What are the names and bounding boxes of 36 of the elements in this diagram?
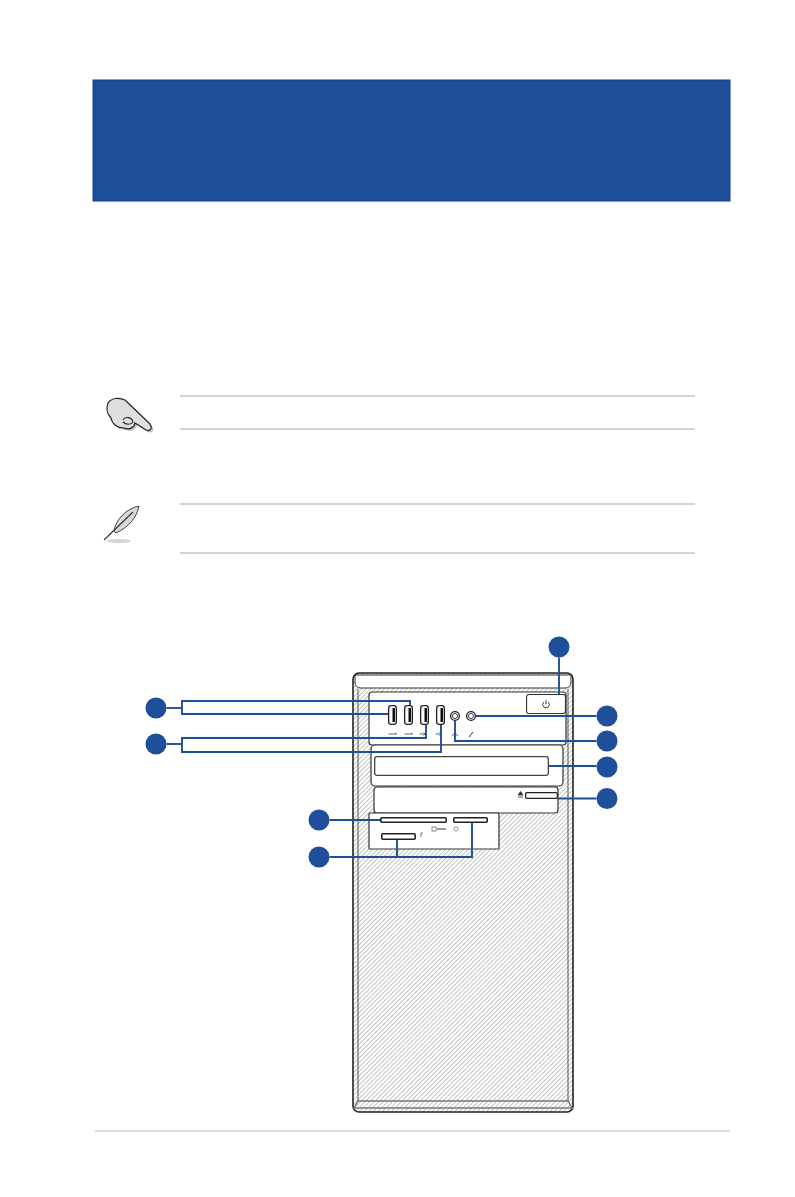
leader-line (475, 715, 598, 717)
leader-line (181, 707, 389, 715)
card-slot (381, 833, 416, 840)
card-slot (453, 817, 488, 823)
power-button (526, 694, 566, 714)
usb-port (436, 705, 445, 725)
callout-circle (308, 846, 330, 868)
callout-circle (308, 809, 330, 831)
callout-circle (145, 733, 167, 755)
leader-line (328, 856, 398, 858)
callout-circle (145, 697, 167, 719)
leader-line (396, 822, 473, 858)
usb-port (404, 705, 413, 725)
callout-circle (596, 788, 618, 809)
callout-circle (596, 705, 618, 727)
leader-line (181, 724, 427, 745)
leader-line (165, 743, 183, 745)
leader-line (558, 656, 560, 695)
drive-tray (374, 756, 549, 776)
callout-circle (596, 756, 618, 778)
audio-jack (450, 711, 460, 721)
card-slot (380, 817, 447, 823)
usb-port (420, 705, 429, 725)
eject-button (525, 792, 558, 799)
leader-line (328, 819, 381, 821)
leader-line (396, 839, 398, 858)
audio-jack (466, 711, 476, 721)
callout-circle (596, 730, 618, 752)
leader-line (454, 720, 598, 742)
leader-line (165, 707, 183, 709)
leader-line (557, 797, 598, 800)
leader-line (548, 765, 598, 767)
leader-line (181, 724, 442, 753)
callout-circle (548, 636, 570, 658)
usb-port (388, 705, 397, 725)
leader-line (181, 700, 411, 709)
